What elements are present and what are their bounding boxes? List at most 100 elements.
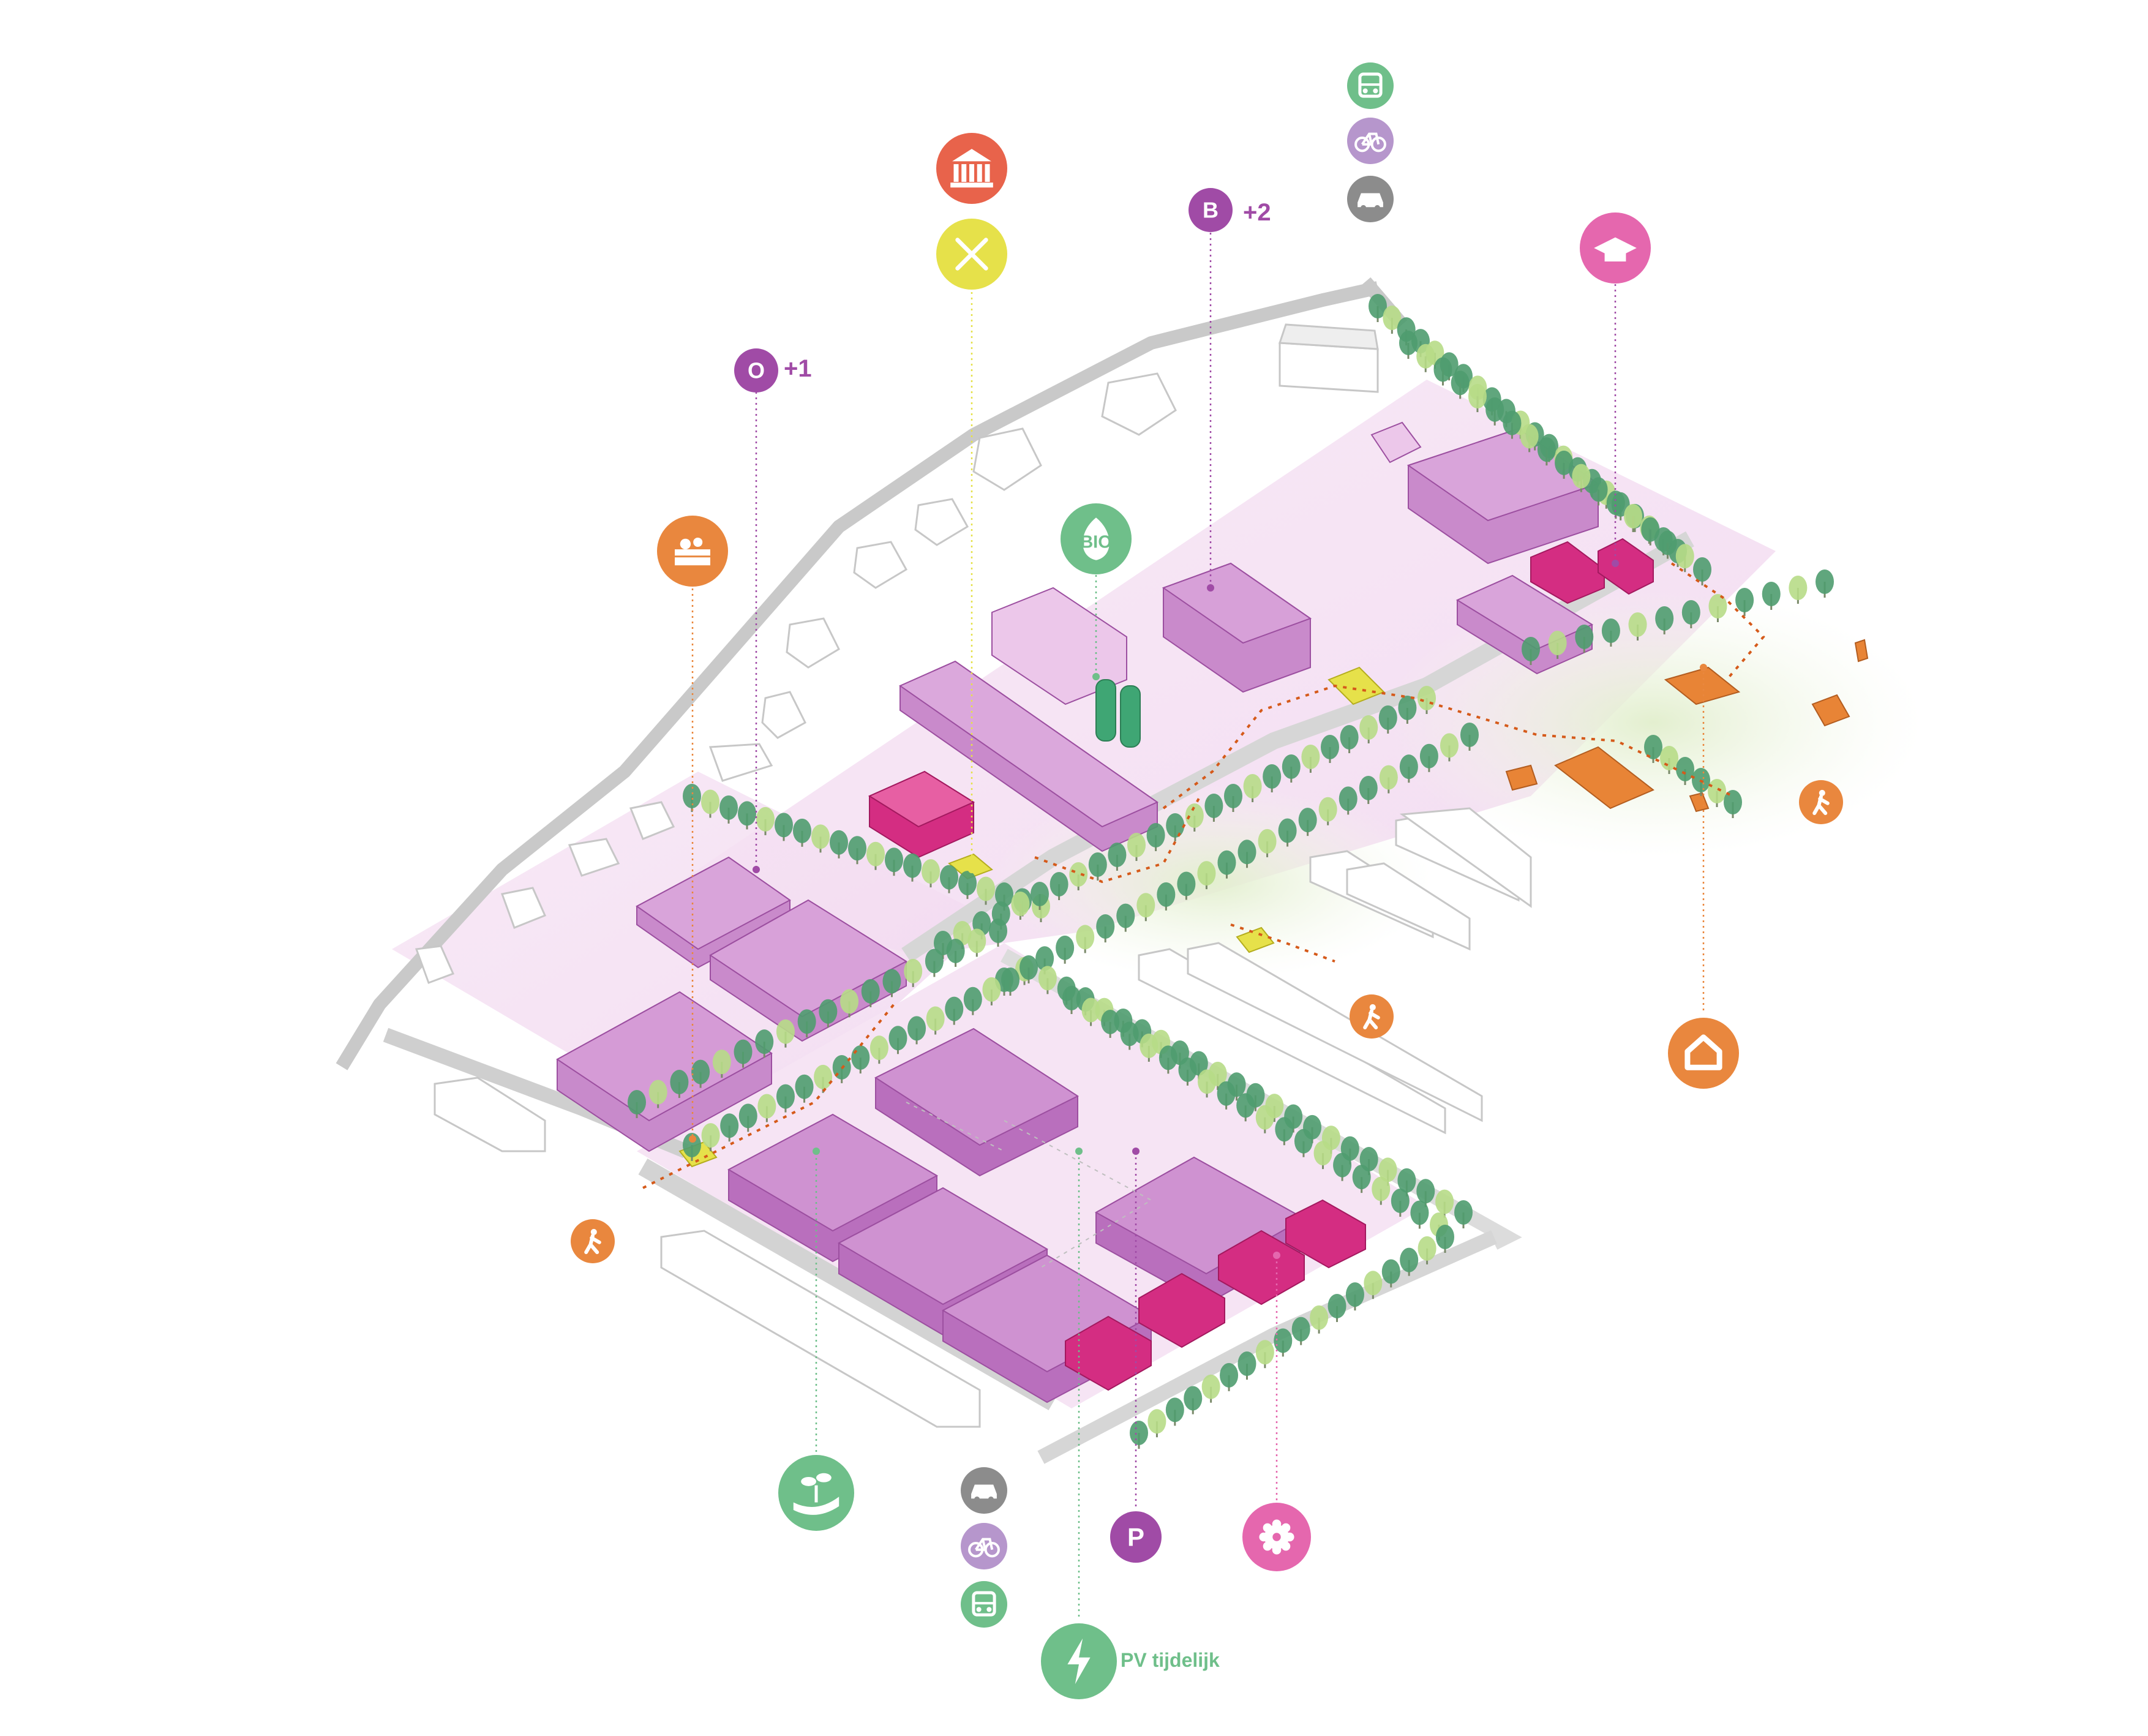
tree: [982, 977, 1001, 1002]
tree: [1340, 725, 1359, 750]
tree: [1410, 1200, 1429, 1225]
tree: [683, 784, 701, 808]
tree: [776, 1084, 795, 1109]
tree: [1485, 397, 1504, 422]
tree: [1416, 1179, 1435, 1204]
tree: [1418, 686, 1436, 710]
tree: [1333, 1152, 1352, 1178]
tree: [1258, 829, 1277, 854]
tree: [1681, 600, 1700, 625]
tree: [1076, 925, 1095, 950]
tree: [1158, 1045, 1177, 1070]
tree: [1243, 774, 1262, 798]
tree: [1381, 1259, 1400, 1284]
greenhouse-buildings: [868, 538, 1654, 1391]
tree: [1038, 966, 1057, 991]
tree: [1327, 1293, 1346, 1318]
tree: [1031, 882, 1049, 906]
tree: [1184, 1386, 1203, 1411]
graduation-cap-icon: [1580, 212, 1651, 284]
tree: [1108, 843, 1127, 867]
tree: [1291, 1317, 1310, 1342]
tree: [795, 1074, 814, 1099]
tree: [712, 1050, 731, 1075]
tree: [1146, 823, 1165, 847]
tree: [1130, 1421, 1148, 1445]
service-lines: [906, 1102, 1153, 1268]
tree: [869, 1035, 888, 1061]
tree: [670, 1070, 689, 1095]
museum-icon: [936, 133, 1007, 204]
tree: [963, 986, 982, 1012]
food-crate-icon: [657, 516, 728, 587]
tree: [1789, 576, 1808, 600]
tree: [1468, 384, 1487, 409]
tree: [1378, 1157, 1397, 1182]
car-icon: [961, 1467, 1007, 1514]
zone-b-badge: B: [1189, 188, 1233, 232]
tree: [1589, 477, 1608, 502]
tree: [888, 1026, 907, 1051]
tree: [1197, 861, 1216, 886]
tree: [1676, 757, 1694, 781]
tree: [1606, 490, 1625, 516]
tree: [1628, 612, 1647, 637]
zone-b-levels: +2: [1243, 199, 1271, 226]
tree: [1198, 1069, 1217, 1094]
tree: [1185, 803, 1204, 828]
tree: [683, 1133, 701, 1157]
tree: [830, 830, 848, 855]
tree: [1220, 1362, 1239, 1388]
tree: [1454, 1200, 1473, 1225]
tree: [866, 841, 885, 866]
tree: [926, 1006, 945, 1031]
tree: [1224, 784, 1242, 808]
tree: [1116, 903, 1135, 928]
tree: [1555, 450, 1574, 475]
tree: [882, 969, 901, 994]
bicycle-icon: [961, 1523, 1007, 1569]
tree: [648, 1080, 667, 1105]
housing-blocks: [1505, 639, 1869, 813]
tree: [734, 1039, 753, 1064]
tree: [1147, 1409, 1166, 1434]
tree: [1321, 735, 1339, 759]
tree: [1708, 594, 1727, 618]
tree: [1056, 935, 1075, 960]
tree: [848, 836, 866, 861]
tree: [1088, 852, 1107, 877]
tree: [861, 979, 880, 1004]
tree: [1383, 306, 1402, 331]
tree: [1352, 1165, 1371, 1190]
tree: [755, 1029, 774, 1054]
tree: [691, 1059, 710, 1084]
tree: [1157, 882, 1176, 907]
tree: [775, 813, 793, 838]
tree: [1460, 723, 1479, 747]
tree: [738, 801, 756, 826]
parking-icon: P: [1110, 1511, 1162, 1563]
tree: [945, 996, 964, 1021]
gear-icon: [1242, 1503, 1311, 1571]
tree: [989, 919, 1007, 943]
tree: [1416, 344, 1435, 369]
tree: [1433, 357, 1452, 382]
fork-knife-icon: [936, 219, 1007, 290]
tree: [1204, 794, 1223, 818]
zone-o-levels: +1: [784, 355, 812, 382]
tree: [628, 1090, 646, 1114]
leader-lines: [689, 233, 1707, 1617]
tree: [1391, 1189, 1410, 1214]
hand-plant-icon: [778, 1455, 854, 1531]
tree: [1675, 544, 1694, 569]
tree: [1359, 715, 1378, 740]
tree: [851, 1045, 870, 1070]
tree: [720, 1113, 739, 1138]
tree: [1572, 464, 1591, 489]
bus-icon: [1347, 62, 1394, 109]
tree: [1178, 1057, 1197, 1082]
tree: [811, 824, 830, 849]
tree: [1359, 775, 1378, 800]
